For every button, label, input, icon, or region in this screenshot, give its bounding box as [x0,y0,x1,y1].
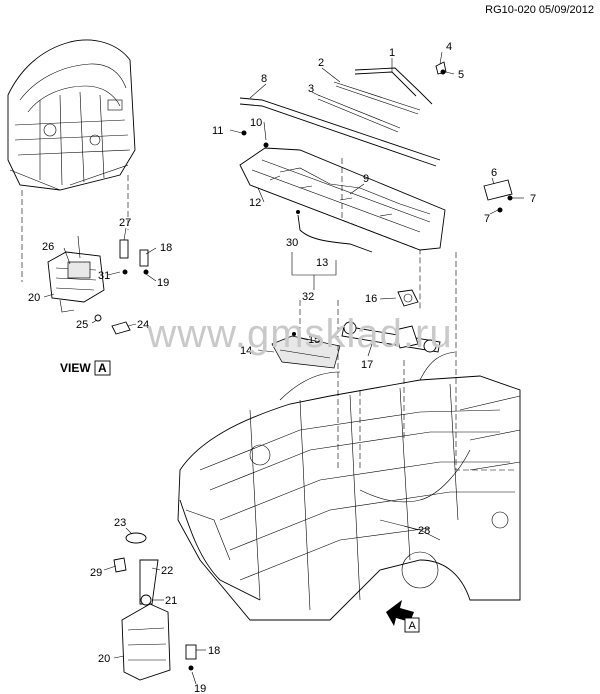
inset-body-side [7,39,136,191]
callout-7a: 7 [530,193,536,205]
callout-7b: 7 [484,213,490,225]
view-direction-arrow: A [386,600,420,633]
callout-13: 13 [316,257,328,269]
front-wheelhouse [179,499,261,601]
callout-20a: 20 [28,292,40,304]
watermark-text: www.gmsklad.ru [147,312,453,356]
callout-numbers: 1 2 3 4 5 6 7 7 8 9 10 11 12 13 14 15 16… [28,41,536,694]
document-code: RG10-020 05/09/2012 [485,4,594,16]
callout-17: 17 [361,359,373,371]
callout-19b: 19 [194,683,206,694]
projection-dashes [299,158,516,471]
callout-10: 10 [250,117,262,129]
callout-14: 14 [240,345,252,357]
callout-4: 4 [446,41,452,53]
callout-9: 9 [363,173,369,185]
callout-26: 26 [42,241,54,253]
callout-6: 6 [491,167,497,179]
callout-2: 2 [318,57,324,69]
callout-11: 11 [212,125,223,137]
leader-lines-left [43,227,157,327]
leader-lines-top [229,51,524,290]
callout-31: 31 [98,270,110,282]
callout-16: 16 [365,293,377,305]
view-letter: A [98,361,107,375]
callout-12: 12 [249,197,261,209]
callout-21: 21 [165,595,177,607]
callout-8: 8 [261,73,267,85]
washer-reservoir [113,532,197,681]
callout-28: 28 [418,525,430,537]
callout-22: 22 [161,565,173,577]
callout-23: 23 [114,517,126,529]
callout-15: 15 [308,334,320,346]
cowl-cover-panel [271,332,341,369]
callout-24: 24 [137,319,149,331]
reservoir-bracket-detail [47,239,149,335]
callout-5: 5 [458,69,464,81]
callout-29: 29 [90,567,102,579]
leader-28 [403,525,419,531]
callout-18b: 18 [208,645,220,657]
view-word: VIEW [60,361,91,375]
washer-hose [296,210,373,253]
leader-lines-bottom [103,527,206,685]
leader-lines-mid [257,297,397,357]
view-a-label: VIEW A [60,360,111,376]
callout-27: 27 [119,217,131,229]
callout-19a: 19 [157,277,169,289]
arrow-letter: A [409,620,417,632]
callout-20b: 20 [98,653,110,665]
cowl-panel [239,130,513,251]
wiper-linkage [341,289,441,353]
callout-25: 25 [76,319,88,331]
callout-1: 1 [389,47,395,59]
callout-30: 30 [286,237,298,249]
vehicle-front-structure [177,351,521,621]
callout-18a: 18 [160,242,172,254]
callout-3: 3 [308,83,314,95]
callout-32: 32 [302,291,314,303]
